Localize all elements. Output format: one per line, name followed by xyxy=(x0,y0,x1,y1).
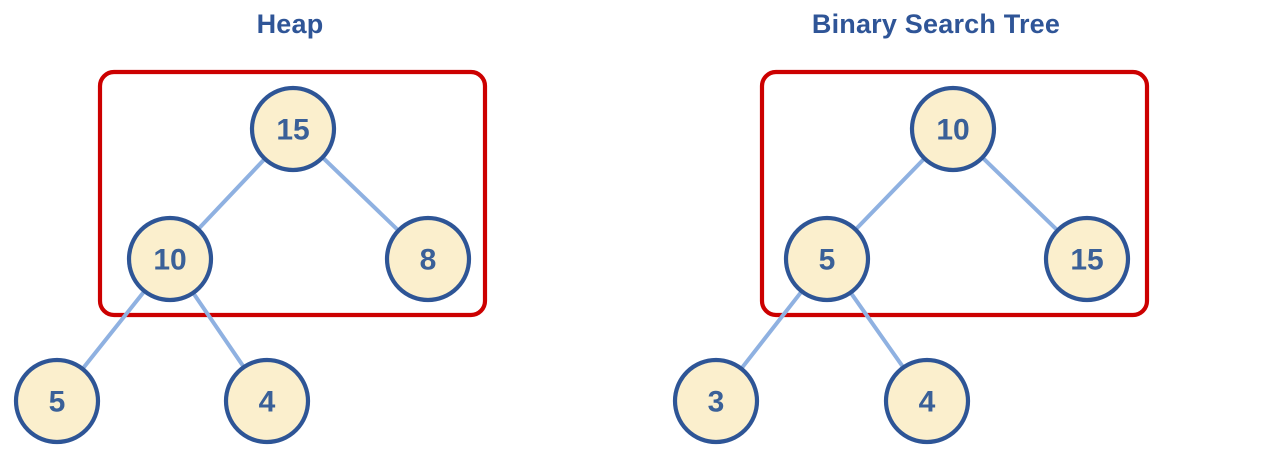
node-circle-bst-lr[interactable] xyxy=(883,357,971,445)
node-circle-heap-ll[interactable] xyxy=(13,357,101,445)
tree-panel-binary-search-tree: Binary Search Tree 10 5 15 3 4 xyxy=(672,9,1150,445)
node-label-heap-l: 10 xyxy=(153,244,186,277)
tree-edge-heap-root-to-heap-r xyxy=(318,153,403,235)
tree-edge-heap-root-to-heap-l xyxy=(194,154,269,234)
node-circle-heap-r[interactable] xyxy=(384,215,472,303)
tree-node-heap-root[interactable]: 15 xyxy=(249,85,337,173)
tree-node-heap-l[interactable]: 10 xyxy=(126,215,214,303)
node-circle-heap-root[interactable] xyxy=(249,85,337,173)
tree-node-bst-ll[interactable]: 3 xyxy=(672,357,760,445)
node-circle-bst-root[interactable] xyxy=(909,85,997,173)
tree-node-heap-r[interactable]: 8 xyxy=(384,215,472,303)
tree-node-heap-ll[interactable]: 5 xyxy=(13,357,101,445)
tree-edge-heap-l-to-heap-lr xyxy=(189,288,248,372)
node-label-bst-ll: 3 xyxy=(708,386,725,419)
node-label-bst-root: 10 xyxy=(936,114,969,147)
tree-node-bst-root[interactable]: 10 xyxy=(909,85,997,173)
node-label-bst-lr: 4 xyxy=(919,386,936,419)
highlight-box-heap xyxy=(97,69,488,318)
tree-edge-bst-root-to-bst-l xyxy=(851,154,929,234)
tree-node-bst-l[interactable]: 5 xyxy=(783,215,871,303)
node-circle-heap-lr[interactable] xyxy=(223,357,311,445)
tree-edge-bst-l-to-bst-lr xyxy=(846,288,908,372)
tree-panel-heap: Heap 15 10 8 5 4 xyxy=(13,9,488,445)
node-circle-bst-r[interactable] xyxy=(1043,215,1131,303)
node-label-heap-lr: 4 xyxy=(259,386,276,419)
tree-node-bst-r[interactable]: 15 xyxy=(1043,215,1131,303)
panel-title-binary-search-tree: Binary Search Tree xyxy=(812,9,1060,39)
highlight-box-binary-search-tree xyxy=(759,69,1150,318)
edge-group-binary-search-tree xyxy=(737,153,1062,374)
node-circle-heap-l[interactable] xyxy=(126,215,214,303)
tree-edge-heap-l-to-heap-ll xyxy=(78,286,149,374)
node-circle-bst-ll[interactable] xyxy=(672,357,760,445)
panel-title-heap: Heap xyxy=(257,9,324,39)
node-label-heap-ll: 5 xyxy=(49,386,66,419)
node-label-heap-root: 15 xyxy=(276,114,309,147)
node-label-bst-l: 5 xyxy=(819,244,836,277)
tree-node-bst-lr[interactable]: 4 xyxy=(883,357,971,445)
node-circle-bst-l[interactable] xyxy=(783,215,871,303)
node-label-bst-r: 15 xyxy=(1070,244,1103,277)
edge-group-heap xyxy=(78,153,403,374)
tree-edge-bst-l-to-bst-ll xyxy=(737,286,806,374)
tree-edge-bst-root-to-bst-r xyxy=(978,153,1062,235)
node-label-heap-r: 8 xyxy=(420,244,437,277)
tree-node-heap-lr[interactable]: 4 xyxy=(223,357,311,445)
